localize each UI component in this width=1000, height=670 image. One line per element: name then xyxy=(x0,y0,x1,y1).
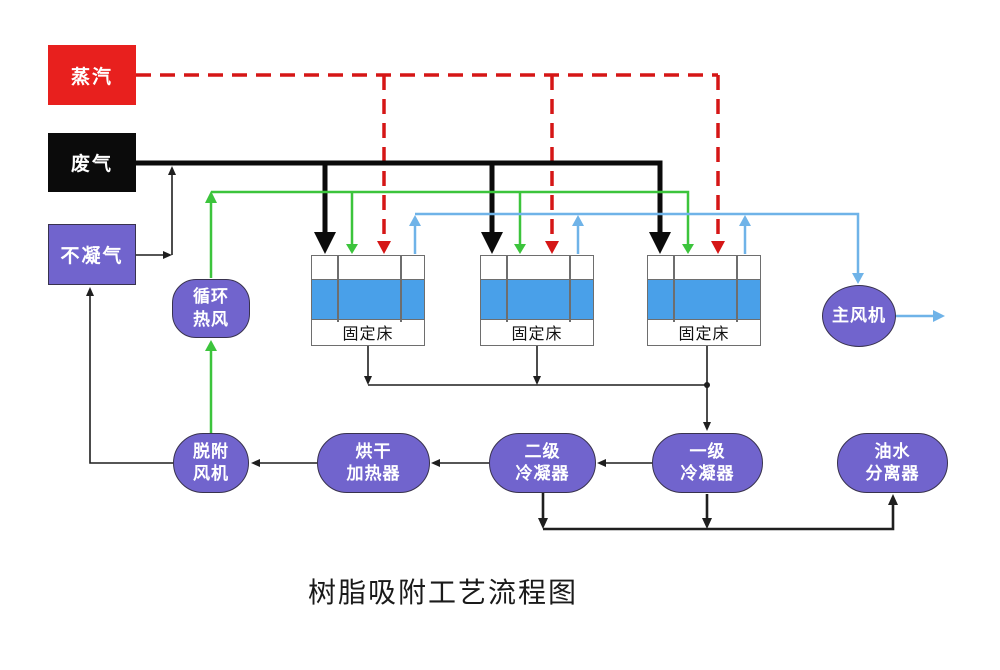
secondary-condenser-node: 二级 冷凝器 xyxy=(489,433,596,493)
primary-condenser-node: 一级 冷凝器 xyxy=(652,433,763,493)
steam-label: 蒸汽 xyxy=(70,66,113,88)
secondary-condenser-label-2: 冷凝器 xyxy=(515,464,570,483)
fixed-bed-label: 固定床 xyxy=(342,325,394,343)
primary-condenser-label-1: 一级 xyxy=(689,441,726,461)
bed-inlet-row xyxy=(312,256,424,280)
recycle-lines xyxy=(86,166,176,464)
drying-heater-label-2: 加热器 xyxy=(346,464,401,483)
bed-resin-layer xyxy=(648,280,760,320)
waste-gas-box: 废气 xyxy=(48,133,136,192)
fixed-bed-label: 固定床 xyxy=(511,325,563,343)
main-fan-node: 主风机 xyxy=(822,285,896,347)
bed-resin-layer xyxy=(481,280,593,320)
waste-gas-label: 废气 xyxy=(70,154,113,175)
circulating-hot-air-label-1: 循环 xyxy=(193,287,229,307)
desorption-fan-label-2: 风机 xyxy=(193,464,229,483)
bed-resin-layer xyxy=(312,280,424,320)
fixed-bed-label: 固定床 xyxy=(678,325,730,343)
clean-air-lines xyxy=(409,212,945,322)
fixed-bed-3: 固定床 xyxy=(647,255,761,346)
main-fan-label: 主风机 xyxy=(832,305,886,325)
condensate-lines xyxy=(538,493,898,531)
oil-water-separator-label-1: 油水 xyxy=(874,441,911,461)
circulating-hot-air-label-2: 热风 xyxy=(193,309,229,329)
bed-outlet-lines xyxy=(251,346,711,467)
bed-inlet-row xyxy=(648,256,760,280)
desorption-fan-node: 脱附 风机 xyxy=(173,433,249,493)
waste-gas-lines xyxy=(135,160,671,254)
primary-condenser-label-2: 冷凝器 xyxy=(680,464,735,483)
bed-inlet-row xyxy=(481,256,593,280)
hot-air-lines xyxy=(205,190,694,433)
non-condensable-gas-box: 不凝气 xyxy=(48,224,136,285)
drying-heater-label-1: 烘干 xyxy=(355,441,392,461)
fixed-bed-1: 固定床 xyxy=(311,255,425,346)
desorption-fan-label-1: 脱附 xyxy=(193,441,229,461)
non-condensable-gas-label: 不凝气 xyxy=(60,246,124,267)
fixed-bed-2: 固定床 xyxy=(480,255,594,346)
oil-water-separator-label-2: 分离器 xyxy=(865,464,920,483)
steam-box: 蒸汽 xyxy=(48,45,136,105)
diagram-title: 树脂吸附工艺流程图 xyxy=(308,577,579,608)
oil-water-separator-node: 油水 分离器 xyxy=(837,433,948,493)
drying-heater-node: 烘干 加热器 xyxy=(317,433,430,493)
circulating-hot-air-node: 循环 热风 xyxy=(172,279,250,338)
steam-lines xyxy=(136,73,725,254)
secondary-condenser-label-1: 二级 xyxy=(524,441,561,461)
